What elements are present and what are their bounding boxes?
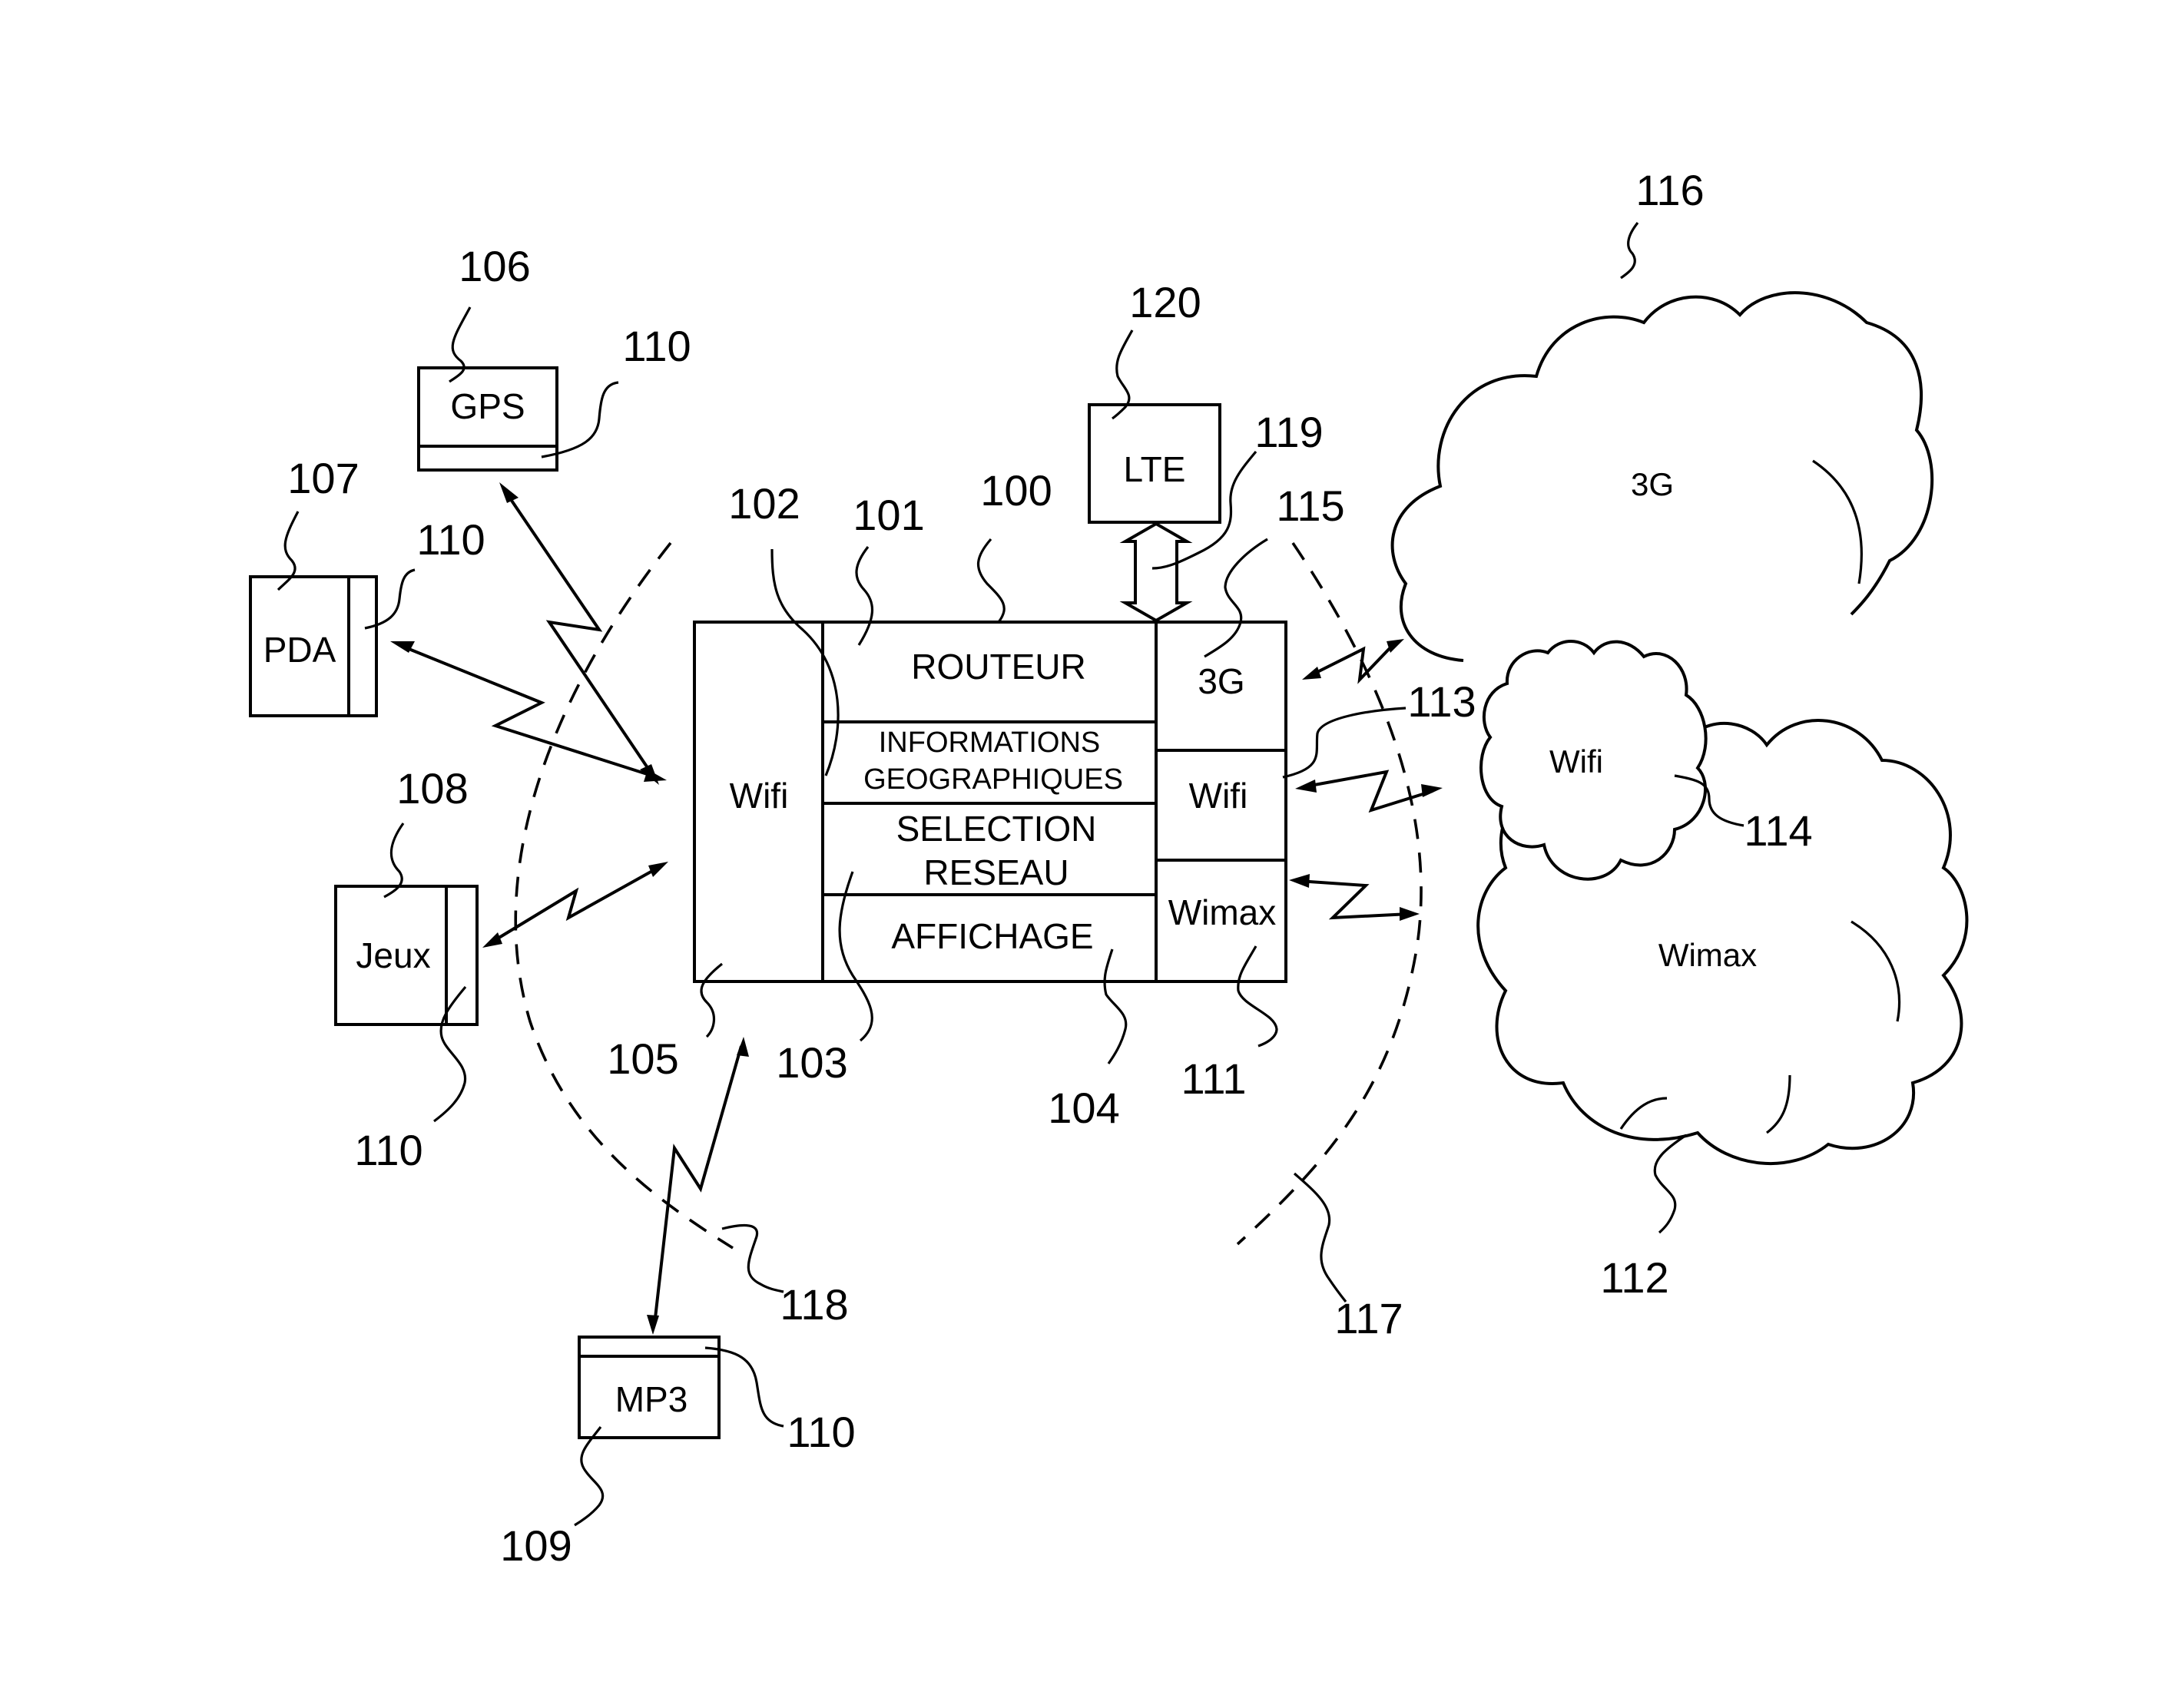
ref-115: 115 (1276, 482, 1344, 530)
jeux-label: Jeux (356, 935, 430, 975)
ref-120: 120 (1129, 278, 1201, 326)
ref-111: 111 (1181, 1054, 1246, 1103)
pda-device: PDA (249, 575, 378, 717)
link-gps (499, 482, 659, 785)
selection-line1: SELECTION (896, 809, 1097, 849)
cloud-3g-label: 3G (1631, 466, 1674, 502)
ref-104: 104 (1048, 1084, 1119, 1132)
ref-118: 118 (780, 1280, 848, 1329)
remote-zone-boundary (1236, 541, 1423, 1246)
affichage-module: AFFICHAGE (891, 916, 1093, 956)
mp3-device: MP3 (578, 1336, 721, 1439)
ref-114: 114 (1744, 806, 1812, 855)
jeux-device: Jeux (334, 885, 479, 1026)
ref-109: 109 (500, 1521, 572, 1570)
ref-108: 108 (396, 764, 468, 813)
lte-label: LTE (1124, 449, 1186, 489)
router-unit: Wifi ROUTEUR INFORMATIONS GEOGRAPHIQUES … (693, 621, 1287, 983)
ref-103: 103 (776, 1038, 847, 1087)
gps-label: GPS (450, 386, 525, 426)
ref-100: 100 (980, 466, 1052, 515)
ref-112: 112 (1600, 1253, 1668, 1302)
routeur-module: ROUTEUR (911, 647, 1085, 687)
link-3g-network (1302, 639, 1404, 684)
lte-module: LTE (1088, 403, 1221, 524)
cloud-wimax: Wimax (1476, 719, 1969, 1165)
ref-101: 101 (853, 491, 924, 539)
mp3-label: MP3 (615, 1379, 688, 1419)
ref-107: 107 (287, 454, 359, 502)
informations-line1: INFORMATIONS (879, 727, 1101, 759)
ref-110-pda: 110 (416, 515, 485, 564)
cloud-wimax-label: Wimax (1658, 937, 1757, 973)
link-pda (390, 641, 667, 782)
ref-119: 119 (1254, 408, 1323, 456)
wifi-module-right: Wifi (1189, 776, 1248, 816)
pda-label: PDA (263, 630, 336, 670)
ref-116: 116 (1635, 166, 1704, 214)
ref-110-jeux: 110 (354, 1126, 422, 1174)
selection-line2: RESEAU (923, 852, 1069, 892)
ref-113: 113 (1407, 677, 1476, 726)
informations-line2: GEOGRAPHIQUES (863, 763, 1123, 796)
wifi-module-left: Wifi (730, 776, 789, 816)
cloud-3g: 3G (1390, 291, 1934, 662)
ref-110-mp3: 110 (787, 1408, 855, 1456)
ref-117: 117 (1334, 1294, 1403, 1342)
ref-102: 102 (728, 479, 800, 528)
ref-105: 105 (607, 1034, 678, 1083)
wimax-module: Wimax (1168, 892, 1277, 932)
gps-device: GPS (417, 366, 558, 472)
link-wimax-network (1289, 874, 1420, 921)
cloud-wifi-label: Wifi (1549, 743, 1603, 780)
link-mp3 (647, 1037, 749, 1335)
3g-module: 3G (1198, 661, 1244, 701)
link-wifi-network (1295, 770, 1443, 813)
cloud-wifi: Wifi (1479, 640, 1708, 881)
local-zone-boundary (514, 541, 734, 1250)
ref-106: 106 (459, 242, 530, 290)
ref-110-gps: 110 (622, 322, 691, 370)
lte-bidirectional-link (1119, 521, 1193, 623)
link-jeux (482, 862, 668, 948)
